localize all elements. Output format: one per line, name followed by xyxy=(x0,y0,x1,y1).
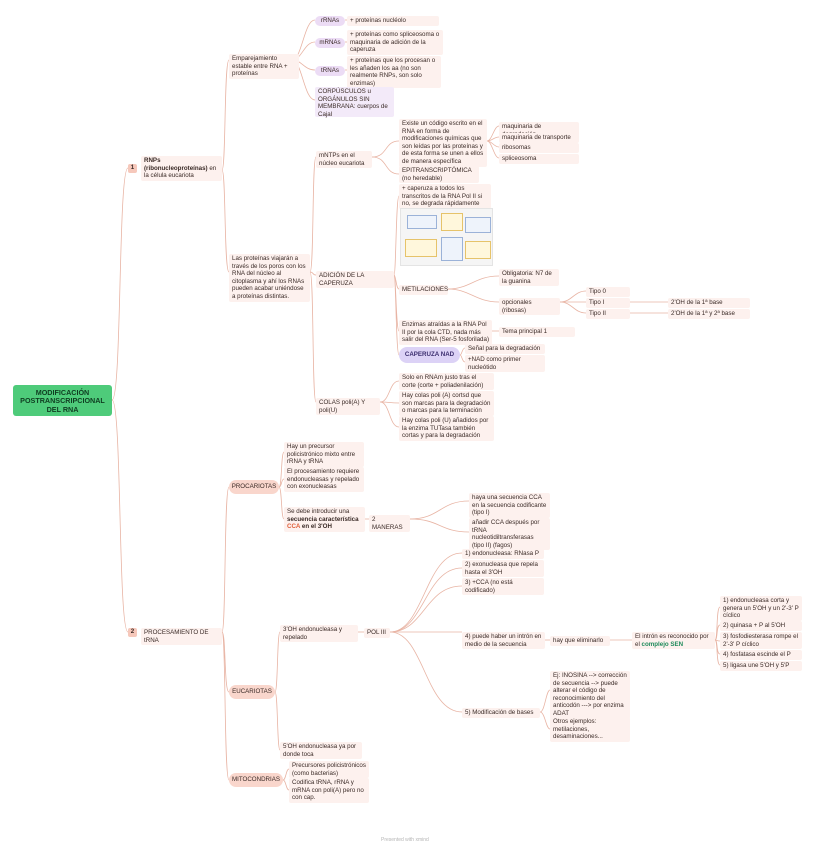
sen-step-4[interactable]: 4) fosfatasa escinde el P xyxy=(720,650,802,660)
epitranscriptomica-topic[interactable]: EPITRANSCRIPTÓMICA (no heredable) xyxy=(399,166,479,184)
proc-item-1[interactable]: Hay un precursor policistrónico mixto en… xyxy=(284,442,364,467)
pol-iii-topic[interactable]: POL III xyxy=(364,628,390,638)
colas-topic[interactable]: COLAS poli(A) Y poli(U) xyxy=(316,398,380,416)
caperuza-topic[interactable]: ADICIÓN DE LA CAPERUZA xyxy=(316,271,394,289)
cca-pre: Se debe introducir una xyxy=(287,508,350,515)
tema-principal-topic[interactable]: Tema principal 1 xyxy=(499,327,575,337)
proc-item-2[interactable]: El procesamiento requiere endonucleasas … xyxy=(284,467,364,492)
endonuclease-topic[interactable]: 3'OH endonucleasa y repelado xyxy=(280,625,358,643)
rrnas-tag[interactable]: rRNAs xyxy=(315,16,345,26)
colas-item-3[interactable]: Hay colas poli (U) añadidos por la enzim… xyxy=(399,416,494,441)
rnps-title-bold: RNPs (ribonucleoproteínas) xyxy=(144,157,208,172)
endonuclease-5oh-topic[interactable]: 5'OH endonucleasa ya por donde toca xyxy=(280,742,362,760)
rrnas-desc[interactable]: + proteínas nucléolo xyxy=(347,16,439,26)
branch-number-1: 1 xyxy=(128,164,137,173)
cca-end: en el 3'OH xyxy=(300,523,332,531)
sen-step-5[interactable]: 5) ligasa une 5'OH y 5'P xyxy=(720,661,802,671)
colas-item-1[interactable]: Solo en RNAm justo tras el corte (corte … xyxy=(399,373,494,391)
root-topic[interactable]: MODIFICACIÓN POSTRANSCRIPCIONAL DEL RNA xyxy=(13,385,112,416)
step-1[interactable]: 1) endonucleasa: RNasa P xyxy=(462,549,544,559)
sen-complex-topic[interactable]: El intrón es reconocido por el complejo … xyxy=(632,632,715,650)
mrnas-desc[interactable]: + proteínas como spliceosoma o maquinari… xyxy=(347,30,443,55)
sen-pre: El intrón es reconocido por el xyxy=(635,633,709,648)
trnas-tag[interactable]: tRNAs xyxy=(315,66,345,76)
sen-highlight: complejo SEN xyxy=(641,640,684,648)
colas-item-2[interactable]: Hay colas poli (A) cortsd que son marcas… xyxy=(399,391,494,416)
other-examples[interactable]: Otros ejemplos: metilaciones, desaminaci… xyxy=(550,717,630,742)
mntps-topic[interactable]: mNTPs en el núcleo eucariota xyxy=(316,151,372,169)
sen-step-3[interactable]: 3) fosfodiesterasa rompe el 2'-3' P cícl… xyxy=(720,632,802,650)
enzimas-topic[interactable]: Enzimas atraídas a la RNA Pol II por la … xyxy=(399,320,492,345)
metilaciones-topic[interactable]: METILACIONES xyxy=(399,285,448,295)
trnas-desc[interactable]: + proteínas que los procesan o les añade… xyxy=(347,56,441,89)
caperuza-desc[interactable]: + caperuza a todos los transcritos de la… xyxy=(399,184,491,209)
step-4-intron[interactable]: 4) puede haber un intrón en medio de la … xyxy=(462,632,545,650)
tipo-i[interactable]: Tipo I xyxy=(586,298,630,308)
nad-first-nucleotide[interactable]: +NAD como primer nucleótido xyxy=(465,355,545,373)
eliminarlo-topic[interactable]: hay que eliminarlo xyxy=(550,636,610,646)
protein-travel-topic[interactable]: Las proteínas viajarán a través de los p… xyxy=(229,254,310,302)
cca-highlight: CCA xyxy=(287,523,301,531)
step-2[interactable]: 2) exonucleasa que repela hasta el 3'OH xyxy=(462,560,544,578)
machinery-transport[interactable]: maquinaria de transporte xyxy=(499,133,579,143)
cca-sequence-topic[interactable]: Se debe introducir una secuencia caracte… xyxy=(284,507,365,532)
nad-signal[interactable]: Señal para la degradación xyxy=(465,344,545,354)
step-3[interactable]: 3) +CCA (no está codificado) xyxy=(462,578,544,596)
machinery-ribosomes[interactable]: ribosomas xyxy=(499,143,579,153)
corpusculos-topic[interactable]: CORPÚSCULOS u ORGÁNULOS SIN MEMBRANA: cu… xyxy=(315,87,394,118)
branch-number-2: 2 xyxy=(128,628,137,637)
tipo-0[interactable]: Tipo 0 xyxy=(586,287,630,297)
opcionales-topic[interactable]: opcionales (ribosas) xyxy=(499,298,560,316)
tipo-i-desc[interactable]: 2'OH de la 1ª base xyxy=(668,298,750,308)
inosina-example[interactable]: Ej: INOSINA --> corrección de secuencia … xyxy=(550,671,630,719)
maneras-topic[interactable]: 2 MANERAS xyxy=(369,515,410,533)
rna-code-topic[interactable]: Existe un código escrito en el RNA en fo… xyxy=(399,119,487,167)
tipo-ii[interactable]: Tipo II xyxy=(586,309,630,319)
rnps-title-rest: en la célula eucariota xyxy=(144,164,217,180)
cca-bold: secuencia característica xyxy=(287,515,359,523)
capping-diagram-image xyxy=(400,208,493,266)
trna-processing-topic[interactable]: PROCESAMIENTO DE tRNA xyxy=(141,628,222,646)
obligatoria-topic[interactable]: Obligatoria: N7 de la guanina xyxy=(499,269,559,287)
mitocondrias-topic[interactable]: MITOCONDRIAS xyxy=(229,773,283,787)
manera-2[interactable]: añadir CCA después por tRNA nucleotidilt… xyxy=(469,518,550,551)
rnps-topic[interactable]: RNPs (ribonucleoproteínas) en la célula … xyxy=(141,156,222,181)
manera-1[interactable]: haya una secuencia CCA en la secuencia c… xyxy=(469,493,550,518)
step-5-bases[interactable]: 5) Modificación de bases xyxy=(462,708,540,718)
procariotas-topic[interactable]: PROCARIOTAS xyxy=(229,480,279,494)
tipo-ii-desc[interactable]: 2'OH de la 1ª y 2ª base xyxy=(668,309,750,319)
machinery-spliceosome[interactable]: spliceosoma xyxy=(499,154,579,164)
mito-item-1[interactable]: Precursores policistrónicos (como bacter… xyxy=(289,761,369,779)
caperuza-nad-topic[interactable]: CAPERUZA NAD xyxy=(399,347,460,363)
mrnas-tag[interactable]: mRNAs xyxy=(315,38,345,48)
footer-credit: Presented with xmind xyxy=(381,837,429,843)
sen-step-2[interactable]: 2) quinasa + P al 5'OH xyxy=(720,621,802,631)
mito-item-2[interactable]: Codifica tRNA, rRNA y mRNA con poli(A) p… xyxy=(289,778,369,803)
eucariotas-topic[interactable]: EUCARIOTAS xyxy=(229,685,275,699)
pairing-topic[interactable]: Emparejamiento estable entre RNA + prote… xyxy=(229,54,299,79)
sen-step-1[interactable]: 1) endonucleasa corta y genera un 5'OH y… xyxy=(720,596,802,621)
